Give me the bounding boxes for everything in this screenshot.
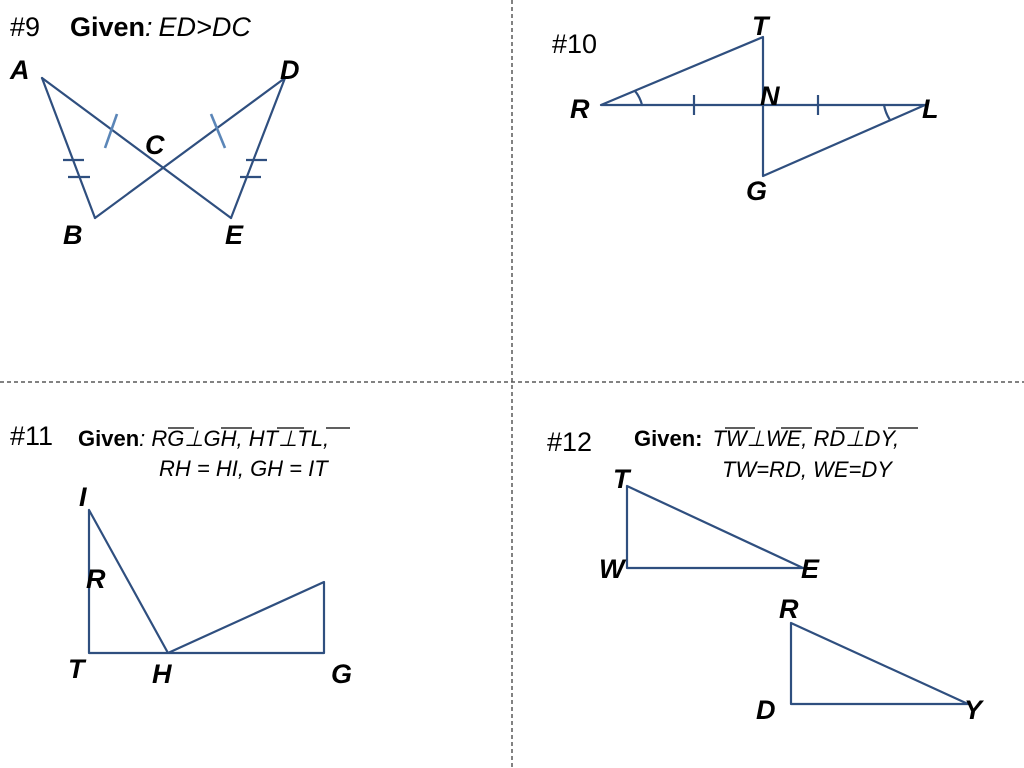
problem-11-given-label: Given (78, 426, 139, 451)
vertex-G: G (331, 659, 352, 689)
problem-12-given-label: Given: (634, 426, 702, 451)
perpendicular-symbol: ⊥ (184, 426, 203, 451)
vertex-I: I (79, 482, 87, 512)
problem-9-given: Given:ED>DC (70, 12, 251, 42)
vertex-N: N (760, 81, 780, 111)
vertex-R: R (779, 594, 799, 624)
segment-AB (40, 76, 97, 220)
vertex-B: B (63, 220, 83, 250)
tick-AC (103, 113, 119, 149)
triangle-RDY (789, 621, 970, 706)
vertex-T: T (68, 654, 87, 684)
segment-TW: TW (712, 426, 748, 451)
problem-10: #10 T N R L G (552, 11, 939, 206)
vertex-D: D (280, 55, 300, 85)
perpendicular-symbol: ⊥ (845, 426, 864, 451)
vertex-D: D (756, 695, 776, 725)
segment-AE (40, 76, 233, 220)
vertex-R: R (570, 94, 590, 124)
problem-9: #9 Given:ED>DC A D C B E (9, 12, 300, 250)
vertex-E: E (801, 554, 820, 584)
triangle-TWE (625, 484, 805, 570)
angle-R-arc (633, 89, 644, 107)
vertex-T: T (752, 11, 771, 41)
problem-12-number: #12 (547, 427, 592, 457)
segment-BD (93, 76, 287, 220)
vertex-C: C (145, 130, 165, 160)
problem-9-number: #9 (10, 12, 40, 42)
given-comma: , (893, 426, 899, 451)
given-comma: , (801, 426, 813, 451)
problem-9-given-text: ED>DC (159, 12, 252, 42)
problem-9-given-label: Given (70, 12, 145, 42)
vertex-W: W (599, 554, 627, 584)
problem-12: #12 Given:TW⊥WE, RD⊥DY, TW=RD, WE=DY T W… (547, 426, 985, 725)
segment-GH: GH (204, 426, 237, 451)
perpendicular-symbol: ⊥ (747, 426, 766, 451)
segment-TL: TL (297, 426, 323, 451)
vertex-H: H (152, 659, 172, 689)
given-comma: , (323, 426, 329, 451)
vertex-A: A (9, 55, 30, 85)
vertex-G: G (746, 176, 767, 206)
problem-11-number: #11 (10, 421, 53, 451)
vertex-E: E (225, 220, 244, 250)
given-colon: : (139, 426, 151, 451)
angle-L-arc (882, 103, 892, 122)
problem-12-given-line-1: Given:TW⊥WE, RD⊥DY, (634, 426, 899, 451)
segment-DY: DY (864, 426, 896, 451)
figure-ITH-RGH (87, 508, 326, 655)
problem-10-number: #10 (552, 29, 597, 59)
problem-11: #11 Given: RG⊥GH, HT⊥TL, RH = HI, GH = I… (10, 421, 352, 689)
segment-WE: WE (766, 426, 802, 451)
segment-DE (229, 76, 287, 220)
segment-RG: RG (151, 426, 184, 451)
vertex-Y: Y (964, 695, 985, 725)
vertex-L: L (922, 94, 939, 124)
segment-RD: RD (814, 426, 846, 451)
segment-HT: HT (249, 426, 280, 451)
perpendicular-symbol: ⊥ (278, 426, 297, 451)
problem-9-given-colon: : (145, 12, 153, 42)
problem-11-given-line-1: Given: RG⊥GH, HT⊥TL, (78, 426, 329, 451)
given-comma: , (237, 426, 249, 451)
vertex-T: T (613, 464, 632, 494)
problem-12-given-line-2: TW=RD, WE=DY (722, 457, 893, 482)
vertex-R: R (86, 564, 106, 594)
tick-DC (209, 113, 227, 149)
problem-11-given-line-2: RH = HI, GH = IT (159, 456, 329, 481)
